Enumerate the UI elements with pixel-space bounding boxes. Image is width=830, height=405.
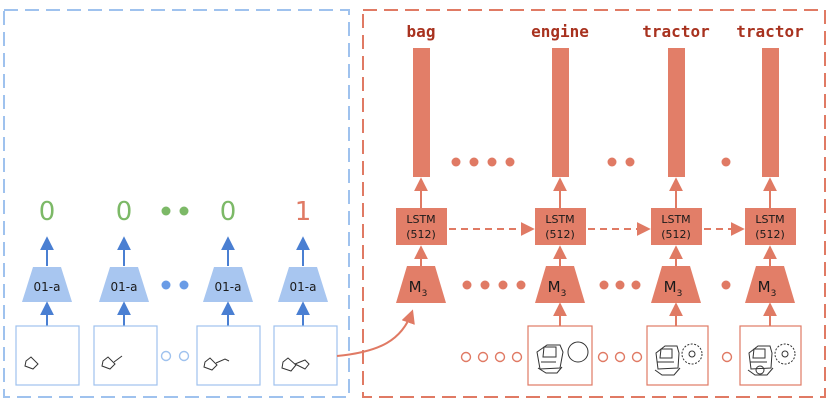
lstm-label: LSTM [755, 213, 784, 226]
classifier-label: 01-a [215, 280, 242, 294]
output-value-2: 0 [116, 197, 133, 227]
svg-text:M3: M3 [409, 278, 428, 299]
right-panel-frame [362, 9, 826, 398]
output-bar [413, 48, 430, 177]
hollow-ellipsis-dot [597, 351, 609, 363]
left-panel-frame [3, 9, 350, 398]
ellipsis-dot [161, 280, 171, 290]
lstm-size: (512) [661, 228, 691, 241]
hollow-ellipsis-dot [494, 351, 506, 363]
tractor-sketch-frame-3 [739, 325, 802, 386]
ellipsis-dot [631, 280, 641, 290]
ellipsis-dot [505, 157, 515, 167]
tractor-sketch-frame-1 [527, 325, 593, 386]
classifier-label: 01-a [34, 280, 61, 294]
word-label-1: bag [407, 22, 436, 41]
ellipsis-dot [498, 280, 508, 290]
classifier-label: 01-a [290, 280, 317, 294]
word-label-4: tractor [736, 22, 803, 41]
ellipsis-dot [615, 280, 625, 290]
output-bar [668, 48, 685, 177]
svg-text:M3: M3 [758, 278, 777, 299]
model-name: M [758, 278, 771, 296]
sketch-frame-1 [15, 325, 80, 386]
hollow-ellipsis-dot [631, 351, 643, 363]
model-name: M [409, 278, 422, 296]
ellipsis-dot [487, 157, 497, 167]
classifier-block: 01-a [22, 267, 72, 302]
ellipsis-dot [516, 280, 526, 290]
svg-text:M3: M3 [664, 278, 683, 299]
output-value-4: 1 [295, 197, 312, 227]
output-bar [762, 48, 779, 177]
ellipsis-dot [625, 157, 635, 167]
ellipsis-dot [161, 206, 171, 216]
sketch-frame-2 [93, 325, 158, 386]
svg-text:M3: M3 [548, 278, 567, 299]
model-block: M3 [651, 266, 701, 303]
sketch-frame-3 [196, 325, 261, 386]
lstm-size: (512) [406, 228, 436, 241]
lstm-cell: LSTM (512) [396, 208, 447, 245]
ellipsis-dot [480, 280, 490, 290]
model-subscript: 3 [561, 289, 567, 299]
ellipsis-dot [179, 206, 189, 216]
word-label-3: tractor [642, 22, 709, 41]
hollow-ellipsis-dot [614, 351, 626, 363]
model-name: M [664, 278, 677, 296]
sketch-frame-4 [273, 325, 338, 386]
hollow-ellipsis-dot [511, 351, 523, 363]
model-name: M [548, 278, 561, 296]
model-block: M3 [535, 266, 585, 303]
lstm-cell: LSTM (512) [651, 208, 702, 245]
classifier-block: 01-a [278, 267, 328, 302]
output-value-3: 0 [220, 197, 237, 227]
model-subscript: 3 [771, 289, 777, 299]
ellipsis-dot [607, 157, 617, 167]
tractor-sketch-frame-2 [646, 325, 709, 386]
ellipsis-dot [462, 280, 472, 290]
ellipsis-dot [721, 157, 731, 167]
lstm-size: (512) [545, 228, 575, 241]
lstm-cell: LSTM (512) [535, 208, 586, 245]
lstm-label: LSTM [545, 213, 574, 226]
classifier-block: 01-a [99, 267, 149, 302]
lstm-label: LSTM [406, 213, 435, 226]
hollow-ellipsis-dot [477, 351, 489, 363]
ellipsis-dot [469, 157, 479, 167]
lstm-label: LSTM [661, 213, 690, 226]
model-block: M3 [396, 266, 446, 303]
connector-curve [336, 309, 415, 357]
lstm-cell: LSTM (512) [745, 208, 796, 245]
hollow-ellipsis-dot [460, 351, 472, 363]
model-subscript: 3 [677, 289, 683, 299]
lstm-size: (512) [755, 228, 785, 241]
hollow-ellipsis-dot [721, 351, 733, 363]
ellipsis-dot [721, 280, 731, 290]
ellipsis-dot [451, 157, 461, 167]
output-bar [552, 48, 569, 177]
model-block: M3 [745, 266, 795, 303]
hollow-ellipsis-dot [160, 350, 172, 362]
model-subscript: 3 [422, 289, 428, 299]
word-label-2: engine [531, 22, 589, 41]
hollow-ellipsis-dot [178, 350, 190, 362]
classifier-label: 01-a [111, 280, 138, 294]
ellipsis-dot [599, 280, 609, 290]
ellipsis-dot [179, 280, 189, 290]
classifier-block: 01-a [203, 267, 253, 302]
output-value-1: 0 [39, 197, 56, 227]
